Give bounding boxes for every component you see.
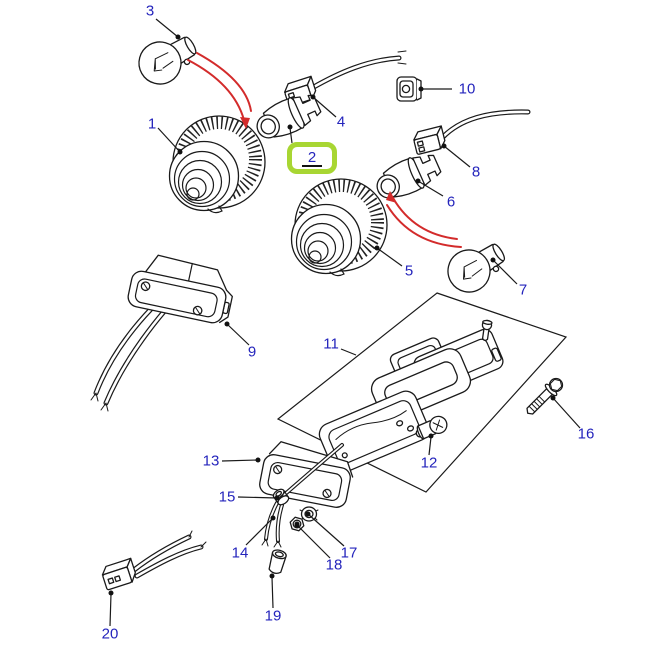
lamp-1 [170, 116, 266, 213]
pigtail-wire-11-to-15 [282, 443, 344, 497]
part-label-3[interactable]: 3 [145, 2, 155, 20]
part-label-16[interactable]: 16 [577, 425, 595, 443]
part-label-19[interactable]: 19 [264, 607, 282, 625]
leader-lines [108, 18, 581, 627]
bulb-holder-6 [370, 147, 445, 206]
marker-lamp-9 [127, 254, 233, 324]
wire-8 [439, 109, 531, 141]
part-label-13[interactable]: 13 [202, 452, 220, 470]
bulb-3 [130, 25, 205, 93]
screw-11 [481, 319, 493, 341]
part-label-5[interactable]: 5 [404, 262, 414, 280]
bolt-16 [526, 377, 564, 415]
part-label-9[interactable]: 9 [247, 343, 257, 361]
part-label-11[interactable]: 11 [323, 335, 339, 353]
rubber-cap-19 [268, 549, 287, 575]
lamp-5 [292, 179, 388, 276]
part-label-20[interactable]: 20 [101, 625, 119, 643]
part-label-2[interactable]: 2 [301, 150, 323, 167]
part-label-1[interactable]: 1 [147, 115, 157, 133]
socket-grommet-10 [396, 76, 422, 102]
part-label-6[interactable]: 6 [446, 193, 456, 211]
part-label-8[interactable]: 8 [471, 163, 481, 181]
group-11-outline-box [276, 292, 568, 493]
bulb-7 [439, 232, 514, 301]
red-arrow-bulb3-to-lamp1 [187, 52, 252, 129]
red-arrow-bulb7-to-holder6 [386, 191, 462, 248]
part-label-18[interactable]: 18 [325, 556, 343, 574]
part-label-15[interactable]: 15 [218, 488, 236, 506]
part-label-12[interactable]: 12 [420, 454, 438, 472]
connector-8 [411, 125, 448, 156]
part-label-10[interactable]: 10 [458, 80, 476, 98]
wire-4 [309, 50, 407, 91]
base-plate-11 [318, 390, 430, 474]
part-label-4[interactable]: 4 [336, 113, 346, 131]
wires-14 [261, 501, 284, 548]
part-label-7[interactable]: 7 [518, 281, 528, 299]
wires-20 [131, 530, 207, 579]
connector-20 [101, 557, 136, 591]
bulb-12 [416, 415, 448, 440]
part-label-14[interactable]: 14 [231, 544, 249, 562]
highlighted-part-2-box[interactable]: 2 [287, 142, 337, 174]
part-label-17[interactable]: 17 [340, 544, 358, 562]
